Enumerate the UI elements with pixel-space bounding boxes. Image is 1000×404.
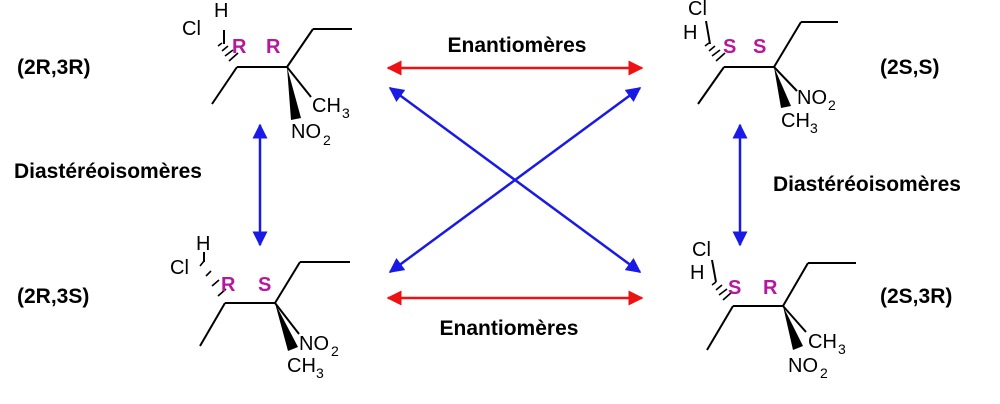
svg-text:3: 3 xyxy=(316,365,324,381)
hashed-bond xyxy=(217,42,239,62)
svg-text:NO: NO xyxy=(788,355,818,377)
config-label-c2: R xyxy=(221,274,236,296)
svg-text:2: 2 xyxy=(828,97,836,113)
svg-text:H: H xyxy=(690,262,704,284)
svg-text:Cl: Cl xyxy=(170,257,189,279)
molecule-name-2s3r: (2S,3R) xyxy=(880,285,952,308)
svg-text:CH: CH xyxy=(287,355,316,377)
svg-text:CH: CH xyxy=(312,95,341,117)
svg-text:3: 3 xyxy=(810,120,818,136)
config-label-c2: R xyxy=(232,36,247,58)
label-enantiomers-top: Enantiomères xyxy=(448,34,587,57)
config-label-c3: R xyxy=(266,36,281,58)
molecule-2s3s: Cl H S S NO 2 CH 3 xyxy=(683,0,838,136)
wedge-bond xyxy=(287,67,301,120)
svg-text:2: 2 xyxy=(820,365,828,381)
hashed-bond xyxy=(711,281,733,301)
svg-text:2: 2 xyxy=(331,343,339,359)
wedge-bond xyxy=(774,67,791,108)
svg-text:NO: NO xyxy=(299,333,329,355)
config-label-c3: S xyxy=(258,274,271,296)
config-label-c3: R xyxy=(763,277,778,299)
label-diastereomers-left: Diastéréoisomères xyxy=(14,160,202,183)
svg-text:Cl: Cl xyxy=(692,239,711,261)
svg-text:Cl: Cl xyxy=(688,0,707,20)
molecule-name-2r3r: (2R,3R) xyxy=(17,56,91,79)
wedge-bond xyxy=(275,303,298,351)
hashed-bond xyxy=(199,260,227,297)
svg-text:H: H xyxy=(214,0,228,22)
molecule-2r3r: Cl H R R CH 3 NO 2 xyxy=(182,0,352,148)
hashed-bond xyxy=(704,42,726,62)
svg-text:NO: NO xyxy=(291,121,321,143)
svg-text:Cl: Cl xyxy=(182,18,201,40)
label-enantiomers-bottom: Enantiomères xyxy=(440,317,579,340)
diastereomer-arrow-cross-2 xyxy=(388,86,642,274)
molecule-name-2s3s: (2S,S) xyxy=(880,56,940,79)
svg-text:H: H xyxy=(196,233,210,255)
svg-text:NO: NO xyxy=(797,87,827,109)
wedge-bond xyxy=(783,306,803,350)
svg-text:H: H xyxy=(683,22,697,44)
svg-text:CH: CH xyxy=(808,331,837,353)
molecule-2r3s: Cl H R S NO 2 CH 3 xyxy=(170,233,350,381)
config-label-c2: S xyxy=(723,36,736,58)
svg-text:3: 3 xyxy=(838,341,846,357)
config-label-c3: S xyxy=(753,36,766,58)
config-label-c2: S xyxy=(728,277,741,299)
molecule-2s3r: Cl H S R CH 3 NO 2 xyxy=(690,239,856,381)
label-diastereomers-right: Diastéréoisomères xyxy=(773,173,961,196)
svg-text:CH: CH xyxy=(781,110,810,132)
svg-text:2: 2 xyxy=(323,132,331,148)
svg-text:3: 3 xyxy=(342,105,350,121)
molecule-name-2r3s: (2R,3S) xyxy=(17,285,89,308)
